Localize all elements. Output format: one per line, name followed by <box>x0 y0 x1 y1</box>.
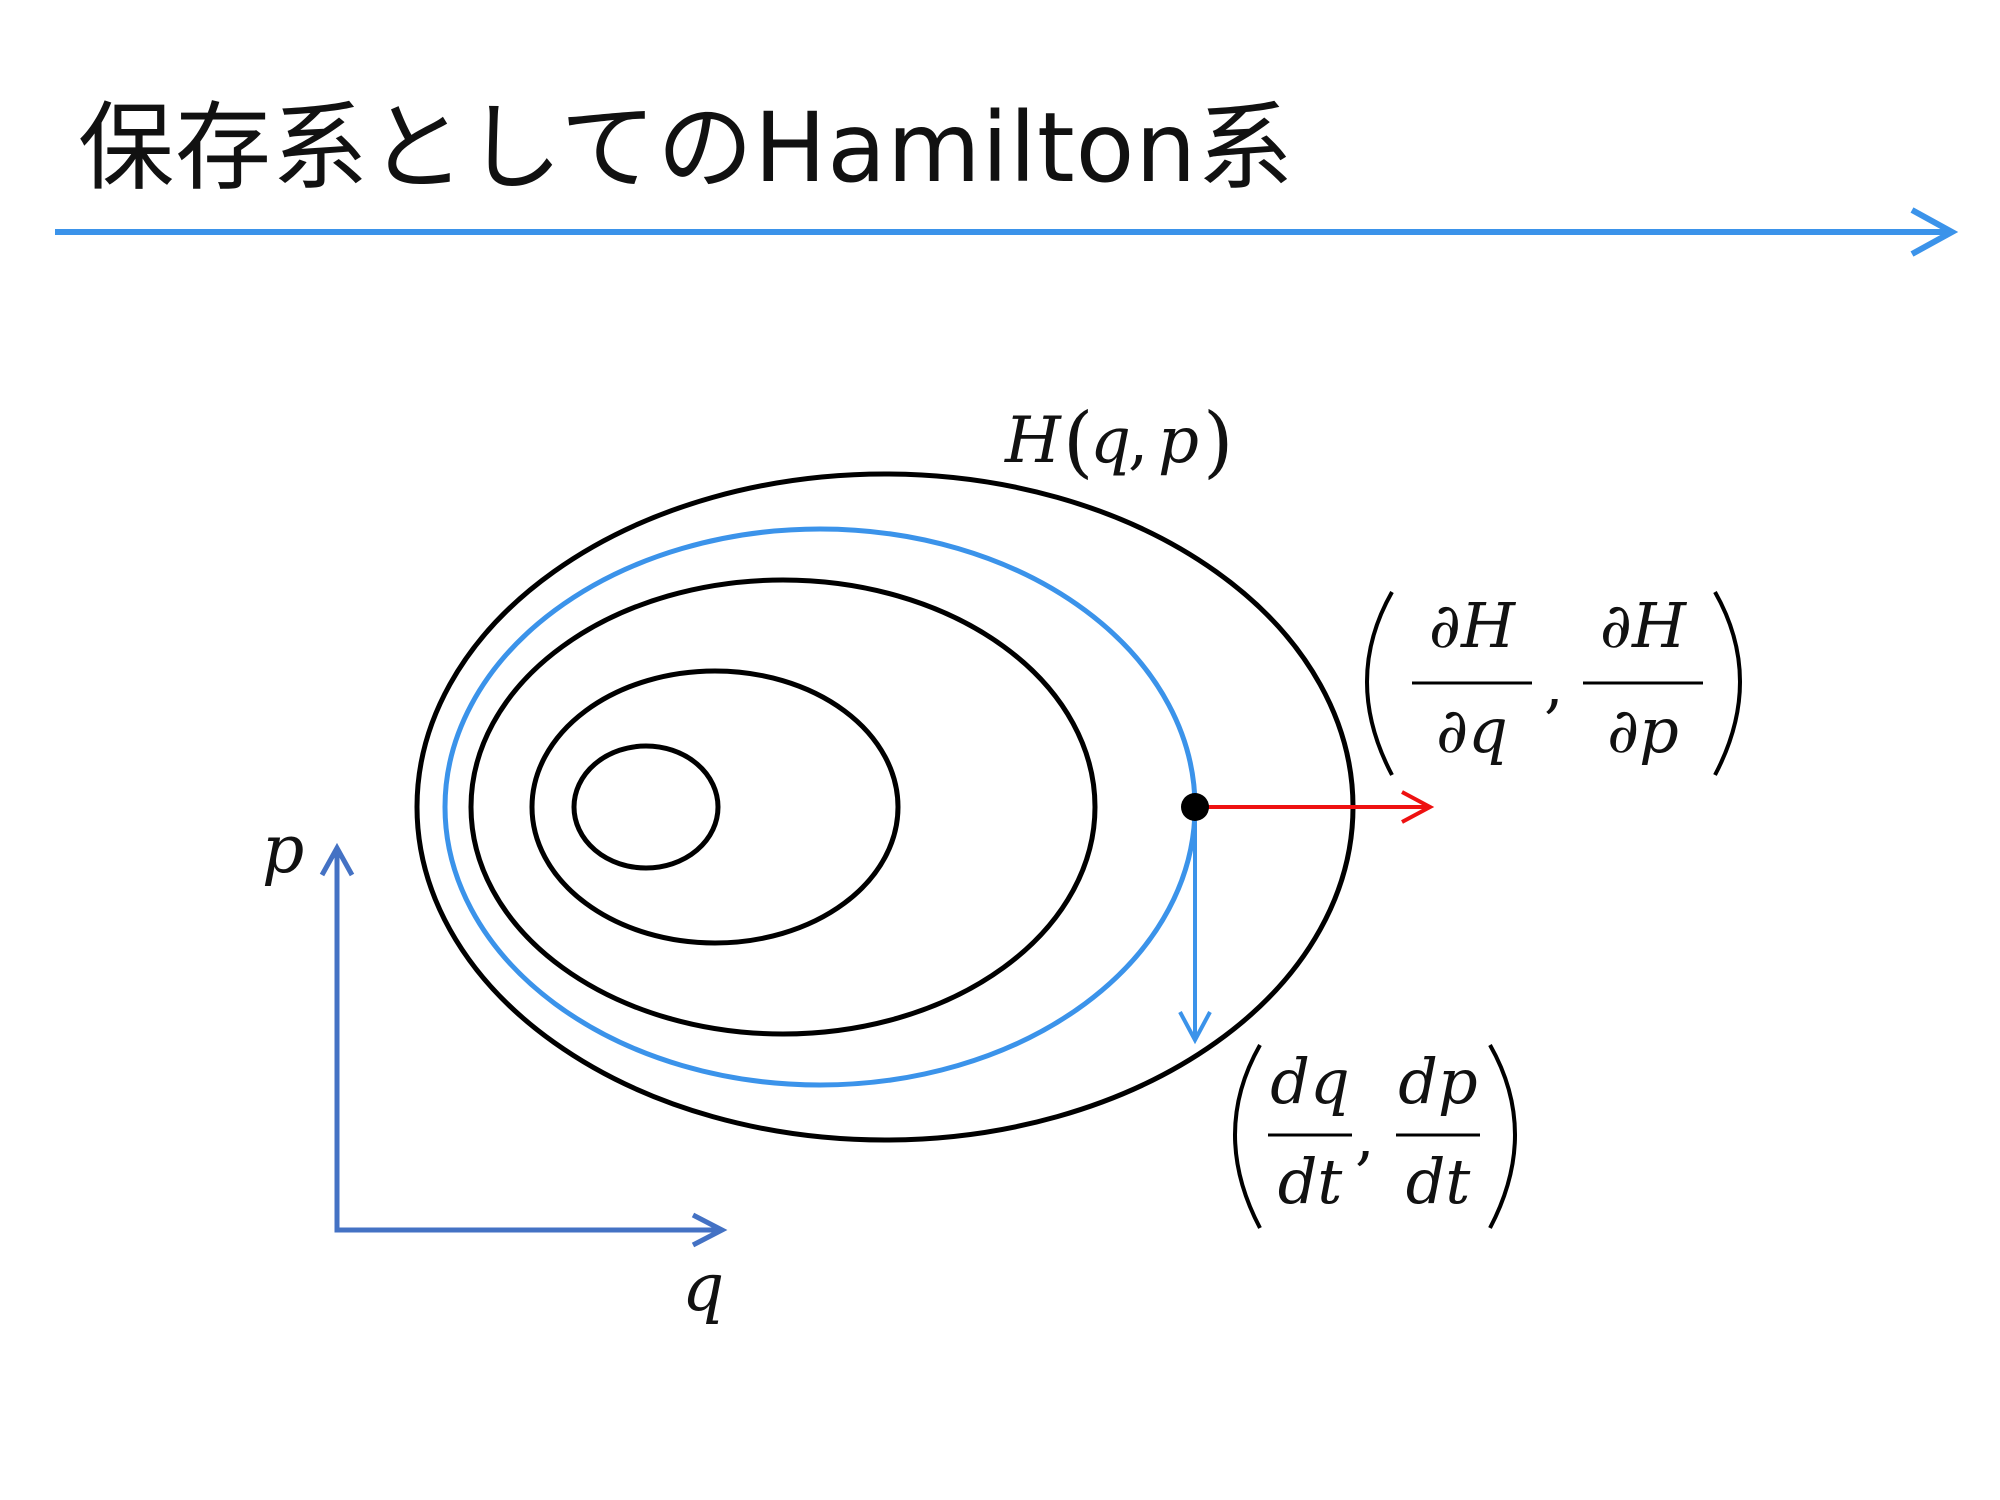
x-axis-label: q <box>682 1249 724 1326</box>
gradient-den-2: ∂p <box>1607 694 1679 767</box>
hamiltonian-comma: , <box>1128 404 1148 478</box>
velocity-right-paren <box>1488 1044 1517 1229</box>
gradient-num-1: ∂H <box>1429 589 1517 662</box>
velocity-arrowhead <box>1178 1011 1212 1045</box>
velocity-num-2: dp <box>1398 1045 1477 1118</box>
gradient-left-paren <box>1365 591 1394 776</box>
hamiltonian-arg-p: p <box>1158 404 1199 478</box>
hamiltonian-func: H <box>1004 404 1062 478</box>
hamiltonian-open-paren: ( <box>1063 397 1093 487</box>
gradient-right-paren <box>1713 591 1742 776</box>
hamiltonian-label: H ( q , p ) <box>1004 397 1233 487</box>
velocity-den-2: dt <box>1406 1145 1471 1218</box>
y-axis-label: p <box>262 811 304 888</box>
hamiltonian-close-paren: ) <box>1203 397 1233 487</box>
velocity-left-paren <box>1233 1044 1262 1229</box>
axes-lines <box>334 848 720 1233</box>
gradient-num-2: ∂H <box>1600 589 1688 662</box>
state-point <box>1181 793 1209 821</box>
velocity-den-1: dt <box>1278 1145 1343 1218</box>
slide-title: 保存系としてのHamilton系 <box>78 92 1295 204</box>
gradient-arrowhead <box>1401 790 1435 824</box>
contour-orbit <box>442 526 1198 1088</box>
velocity-num-1: dq <box>1270 1045 1349 1118</box>
gradient-label: ∂H ∂q , ∂H ∂p <box>1365 589 1742 776</box>
velocity-comma: , <box>1355 1100 1375 1173</box>
contour-middle <box>468 577 1098 1037</box>
contour-innermost <box>571 743 721 871</box>
gradient-den-1: ∂q <box>1436 694 1508 767</box>
contour-inner <box>529 668 901 946</box>
title-underline-arrowhead <box>1910 207 1959 257</box>
hamiltonian-arg-q: q <box>1090 404 1131 478</box>
gradient-comma: , <box>1544 648 1564 721</box>
velocity-label: dq dt , dp dt <box>1233 1044 1517 1229</box>
p-axis-arrowhead <box>319 842 355 877</box>
q-axis-arrowhead <box>691 1212 728 1248</box>
